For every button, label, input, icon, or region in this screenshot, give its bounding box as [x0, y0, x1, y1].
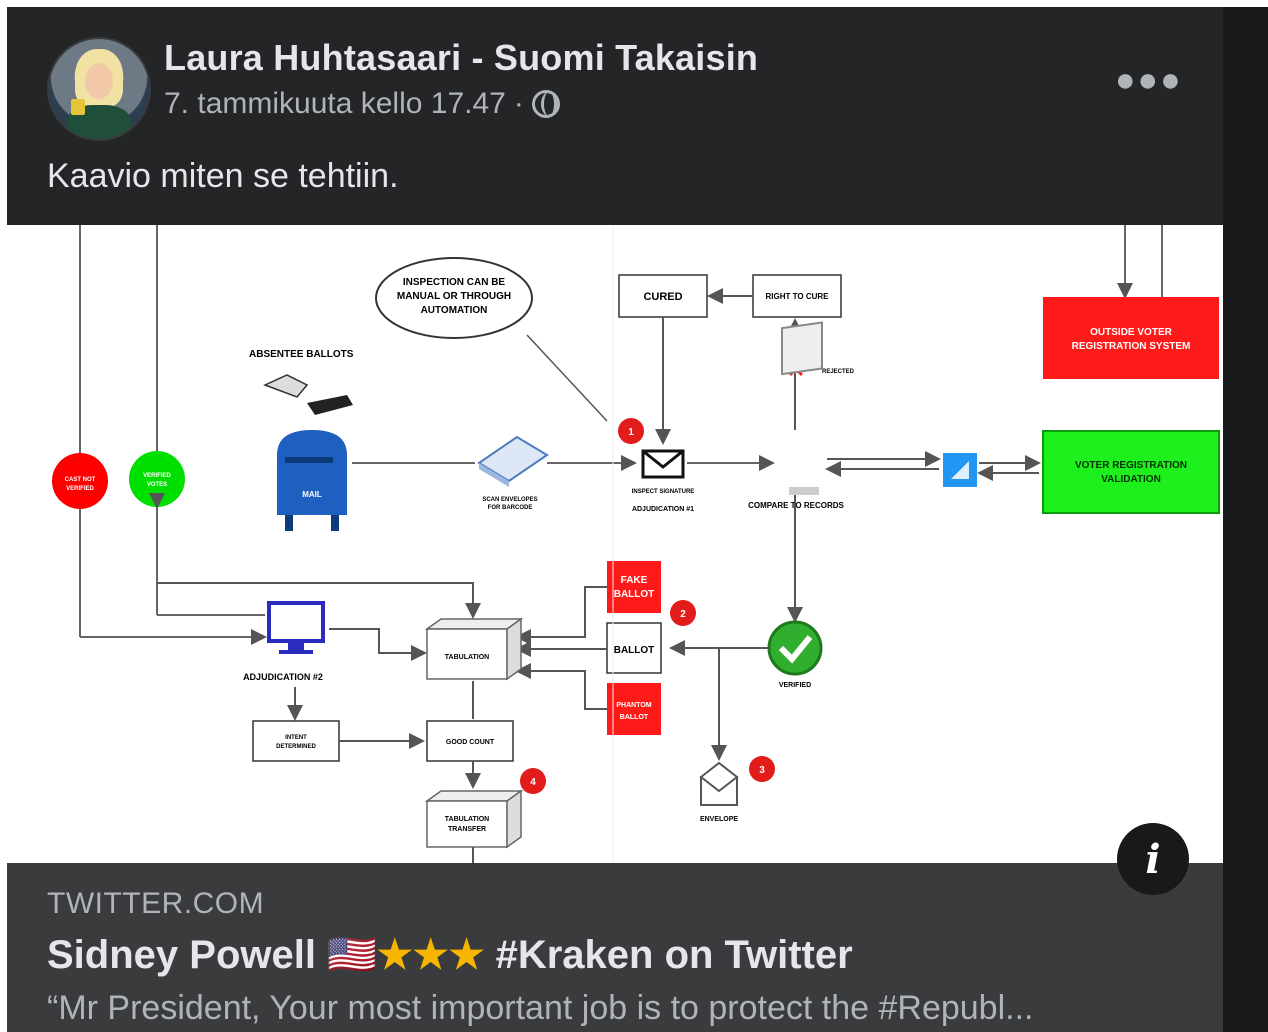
outside-voter-2: REGISTRATION SYSTEM: [1072, 341, 1191, 352]
svg-text:1: 1: [628, 427, 634, 438]
fake-ballot-1: FAKE: [621, 575, 648, 586]
intent-determined-2: DETERMINED: [276, 744, 316, 750]
author-avatar[interactable]: [47, 37, 151, 141]
phantom-ballot-1: PHANTOM: [616, 702, 651, 709]
verified-label: VERIFIED: [779, 682, 811, 689]
link-preview[interactable]: TWITTER.COM Sidney Powell 🇺🇸★★★ #Kraken …: [7, 863, 1223, 1032]
link-title-suffix: #Kraken on Twitter: [484, 933, 853, 977]
computer-compare-icon: [781, 321, 823, 495]
right-edge-strip: [1223, 7, 1268, 1032]
marker-3: [749, 756, 775, 782]
svg-text:2: 2: [680, 609, 686, 620]
good-count-box: [426, 720, 514, 762]
cast-not-verified-label-2: VERIFIED: [66, 486, 94, 492]
cast-not-verified-circle: [52, 453, 108, 509]
scan-envelopes-1: SCAN ENVELOPES: [482, 497, 537, 503]
link-description: “Mr President, Your most important job i…: [47, 989, 1034, 1027]
svg-text:3: 3: [759, 765, 765, 776]
tabulation-label: TABULATION: [445, 654, 489, 661]
phantom-ballot-box: [607, 683, 661, 735]
inspection-bubble-2: MANUAL OR THROUGH: [397, 291, 511, 302]
compare-to-records-label: COMPARE TO RECORDS: [748, 501, 844, 510]
voter-registration-2: VALIDATION: [1101, 474, 1161, 485]
post-text: Kaavio miten se tehtiin.: [47, 157, 399, 195]
voter-registration-1: VOTER REGISTRATION: [1075, 460, 1187, 471]
info-icon[interactable]: i: [1117, 823, 1189, 895]
envelope-icon: [699, 761, 739, 806]
envelope-label: ENVELOPE: [700, 816, 738, 823]
phantom-ballot-2: BALLOT: [620, 714, 649, 721]
fake-ballot-2: BALLOT: [614, 589, 655, 600]
inspection-bubble-1: INSPECTION CAN BE: [403, 277, 506, 288]
mailbox-icon: MAIL: [277, 430, 347, 531]
inspection-bubble-3: AUTOMATION: [421, 305, 488, 316]
cast-not-verified-label-1: CAST NOT: [65, 477, 96, 483]
verified-votes-label-1: VERIFIED: [143, 473, 171, 479]
verified-votes-label-2: VOTES: [147, 482, 167, 488]
post-meta: 7. tammikuuta kello 17.47 ·: [164, 87, 560, 121]
marker-4: [520, 768, 546, 794]
good-count-label: GOOD COUNT: [446, 739, 495, 746]
shared-diagram-image[interactable]: CAST NOT VERIFIED VERIFIED VOTES INSPECT…: [7, 225, 1223, 863]
globe-icon: [531, 90, 560, 118]
fake-ballot-box: [607, 561, 661, 613]
meta-separator: ·: [513, 87, 524, 120]
tabulation-transfer-1: TABULATION: [445, 816, 489, 823]
rejected-label: REJECTED: [822, 369, 855, 375]
verified-votes-circle: [129, 451, 185, 507]
tabulation-transfer-cube: [424, 789, 524, 849]
facebook-post: Laura Huhtasaari - Suomi Takaisin 7. tam…: [7, 7, 1223, 1032]
author-name[interactable]: Laura Huhtasaari - Suomi Takaisin: [164, 37, 759, 78]
adjudication-monitor-icon: [267, 601, 325, 654]
link-title-prefix: Sidney Powell: [47, 933, 328, 977]
outside-voter-box: [1043, 297, 1219, 379]
stars-icon: ★★★: [376, 933, 485, 977]
envelope-inspect-icon: [641, 449, 685, 479]
scan-envelopes-2: FOR BARCODE: [488, 505, 533, 511]
ballot-box: [606, 622, 662, 674]
inspect-signature-1: INSPECT SIGNATURE: [632, 489, 695, 495]
marker-1: [618, 418, 644, 444]
cured-label: CURED: [643, 291, 682, 303]
inspect-signature-2: ADJUDICATION #1: [632, 506, 694, 513]
link-title[interactable]: Sidney Powell 🇺🇸★★★ #Kraken on Twitter: [47, 931, 853, 978]
post-timestamp[interactable]: 7. tammikuuta kello 17.47: [164, 87, 506, 120]
intent-determined-box: [252, 720, 340, 762]
marker-2: [670, 600, 696, 626]
outside-voter-1: OUTSIDE VOTER: [1090, 327, 1172, 338]
us-flag-icon: 🇺🇸: [327, 933, 377, 977]
mail-label: MAIL: [302, 490, 322, 499]
scanner-icon: [477, 435, 549, 487]
svg-text:4: 4: [530, 777, 536, 788]
ballot-label: BALLOT: [614, 645, 655, 656]
intent-determined-1: INTENT: [285, 735, 307, 741]
tabulation-cube: [424, 617, 524, 681]
absentee-ballots-label: ABSENTEE BALLOTS: [249, 349, 354, 360]
more-options-icon[interactable]: ●●●: [1115, 61, 1183, 99]
adjudication-2-label: ADJUDICATION #2: [243, 672, 323, 682]
ballot-flow-diagram: CAST NOT VERIFIED VERIFIED VOTES INSPECT…: [52, 225, 1220, 863]
link-domain: TWITTER.COM: [47, 887, 265, 920]
tabulation-transfer-2: TRANSFER: [448, 826, 486, 833]
voter-registration-box: [1042, 430, 1220, 514]
verified-check-icon: [767, 620, 823, 676]
right-to-cure-label: RIGHT TO CURE: [766, 292, 830, 301]
